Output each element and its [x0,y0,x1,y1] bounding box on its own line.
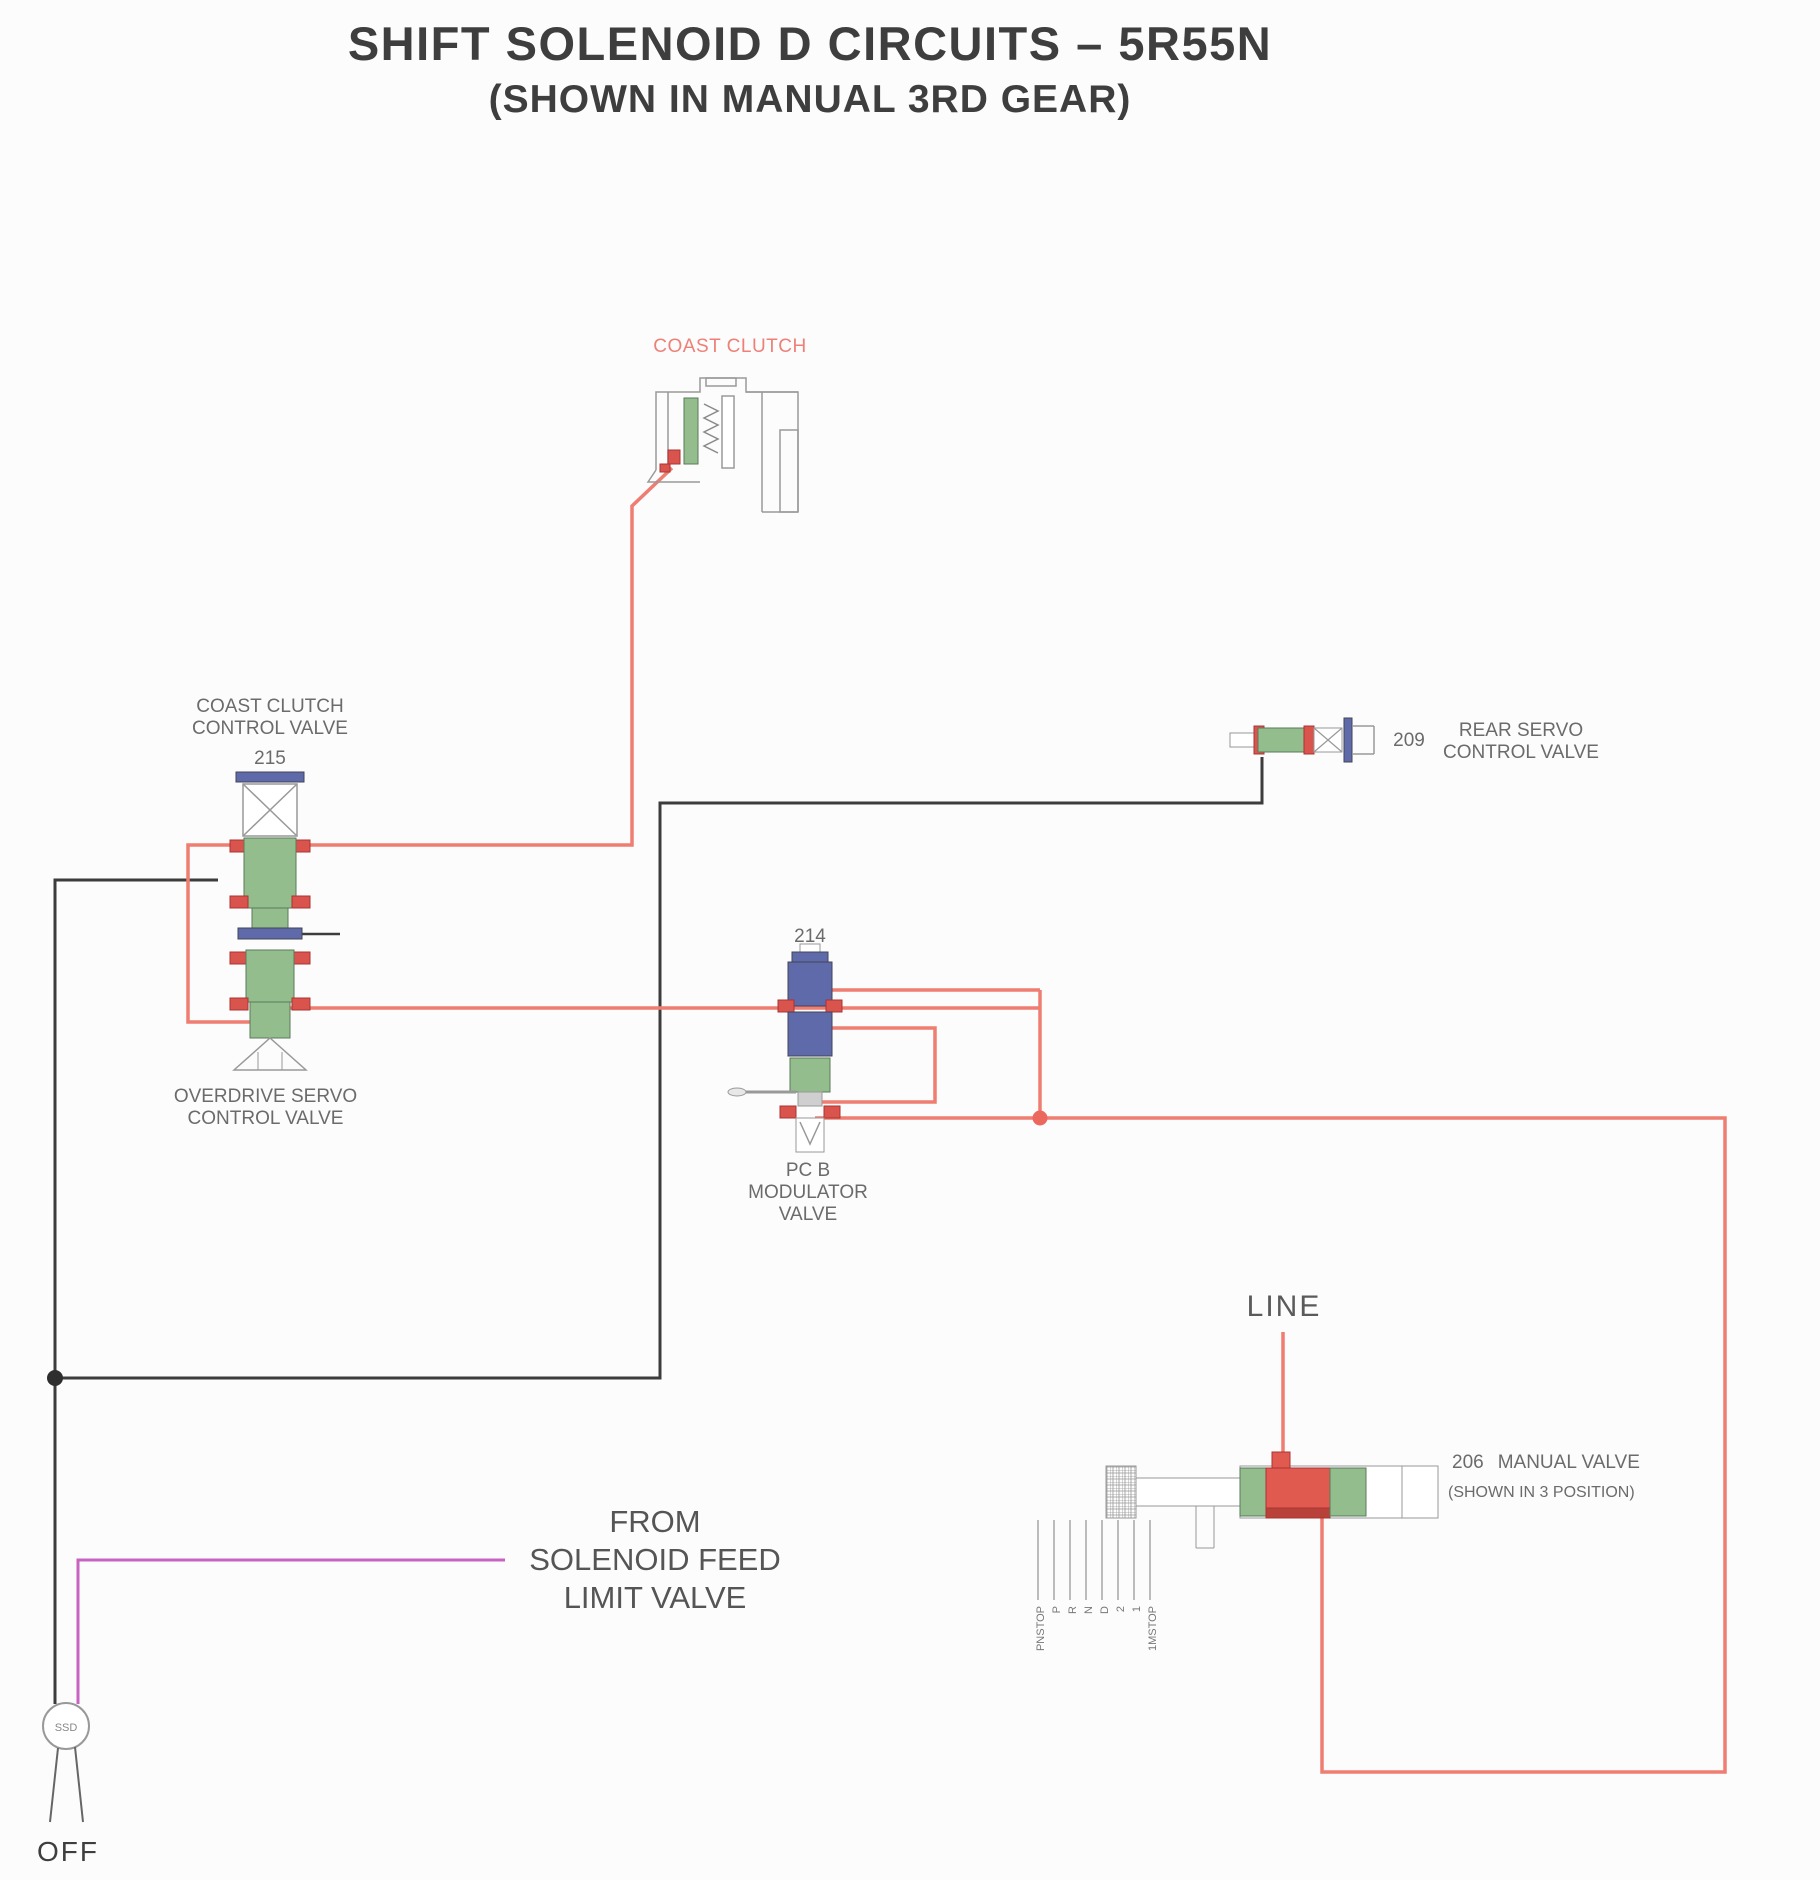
valve-214-pcb-modulator [727,943,843,1153]
coast-clutch-control-valve-label: CONTROL VALVE [192,718,348,739]
line-pressure-label: LINE [1246,1290,1322,1323]
valve-209-rear-servo-control [1229,717,1375,763]
manual-valve-note: (SHOWN IN 3 POSITION) [1448,1484,1635,1501]
diagram-title-line1: SHIFT SOLENOID D CIRCUITS – 5R55N [347,17,1273,70]
valve-206-manual [1105,1451,1439,1549]
diagram-title-line2: (SHOWN IN MANUAL 3RD GEAR) [488,78,1132,121]
manual-valve-detent-labels: PNSTOP P R N D 2 1 1MSTOP [1035,1606,1159,1651]
detent-label: 2 [1115,1606,1127,1612]
detent-label: 1MSTOP [1147,1606,1159,1651]
ssd-label: SSD [55,1722,78,1734]
detent-label: P [1051,1606,1063,1613]
red-line-coast-clutch [186,466,674,1024]
coast-clutch-label: COAST CLUTCH [653,336,807,357]
manual-valve-label: 206 MANUAL VALVE [1452,1452,1702,1474]
rear-servo-control-valve-label: REAR SERVO [1458,720,1584,741]
ssd-solenoid-symbol: SSD [42,1702,90,1823]
detent-label: N [1083,1606,1095,1614]
solenoid-feed-note: FROM [609,1504,701,1539]
pcb-modulator-valve-label: PC B [785,1160,831,1181]
solenoid-feed-note: SOLENOID FEED [529,1542,781,1577]
black-line-to-rear-servo [55,757,1264,1380]
rear-servo-control-valve-label: CONTROL VALVE [1443,742,1599,763]
manual-valve-name: MANUAL VALVE [1497,1452,1640,1473]
pcb-modulator-valve-label: MODULATOR [748,1182,868,1203]
manual-valve-detent-scale [1037,1520,1151,1600]
overdrive-servo-control-valve-label: OVERDRIVE SERVO [173,1086,358,1107]
manual-valve-number: 206 [1452,1452,1484,1473]
rear-servo-control-valve-number: 209 [1393,730,1425,751]
black-circuit-lines [47,757,1264,1704]
solenoid-feed-note: LIMIT VALVE [563,1580,747,1615]
overdrive-servo-control-valve-label: CONTROL VALVE [187,1108,344,1129]
pcb-modulator-valve-label: VALVE [778,1204,838,1225]
coast-clutch-control-valve-number: 215 [254,748,286,769]
ssd-leads [49,1746,84,1823]
black-junction-dot [47,1370,63,1386]
detent-label: PNSTOP [1035,1606,1047,1651]
coast-clutch-drawing [646,377,799,513]
black-line-ssd-to-valve215 [53,878,218,1704]
coast-clutch-control-valve-label: COAST CLUTCH [196,696,344,717]
red-line-main-to-manual-valve [815,1116,1727,1774]
detent-label: R [1067,1606,1079,1614]
magenta-solenoid-feed-line [76,1558,505,1704]
detent-label: 1 [1131,1606,1143,1612]
pcb-modulator-valve-number: 214 [794,926,826,947]
solenoid-state-label: OFF [37,1836,99,1867]
red-junction-dot [1032,1110,1048,1126]
valve-215-coast-clutch-control [229,771,311,1071]
detent-label: D [1099,1606,1111,1614]
red-circuit-lines [186,466,1727,1774]
red-line-valve214-loop [815,1026,937,1104]
